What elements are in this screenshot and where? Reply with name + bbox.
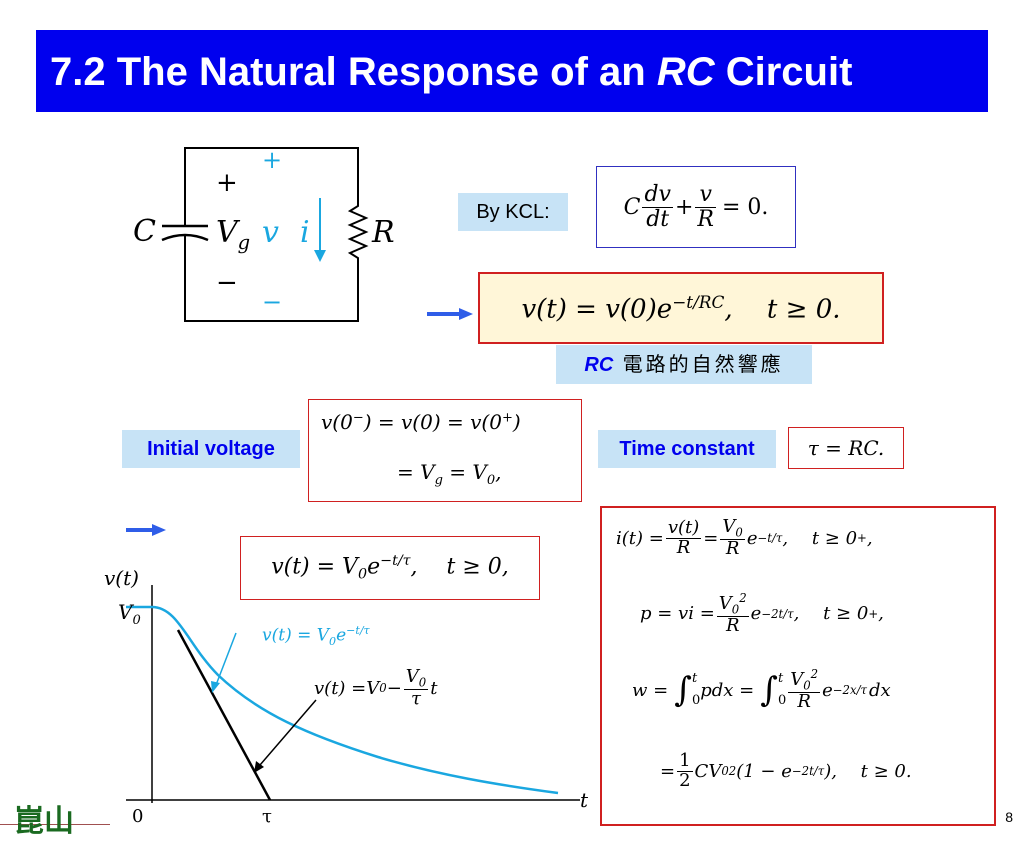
resistor-symbol bbox=[347, 200, 369, 272]
plus-sign-blue: + bbox=[262, 146, 283, 174]
voltage-decay-equation: v(t) = V0e−t/τ, t ≥ 0, bbox=[271, 553, 509, 583]
initial-voltage-line-1: v(0−) = v(0) = v(0+) bbox=[321, 410, 521, 434]
time-constant-equation: τ = RC. bbox=[788, 427, 904, 469]
voltage-v-label: v bbox=[262, 215, 279, 250]
current-arrow-head bbox=[314, 250, 326, 262]
origin-label: 0 bbox=[132, 806, 144, 827]
page-title: 7.2 The Natural Response of an RC Circui… bbox=[50, 50, 853, 94]
initial-voltage-label: Initial voltage bbox=[122, 430, 300, 468]
voltage-decay-equation-box: v(t) = V0e−t/τ, t ≥ 0, bbox=[240, 536, 540, 600]
natural-response-equation: v(t) = v(0)e−t/RC, t ≥ 0. bbox=[521, 291, 841, 325]
tangent-line bbox=[176, 629, 272, 801]
minus-sign-blue: − bbox=[262, 288, 283, 316]
arrow-right-icon bbox=[427, 308, 473, 320]
line-label-pointer bbox=[259, 699, 317, 766]
x-axis-label: t bbox=[580, 788, 589, 812]
rc-natural-response-label: RC 電路的自然響應 bbox=[556, 345, 812, 384]
initial-voltage-equation-box: v(0−) = v(0) = v(0+) = Vg = V0, bbox=[308, 399, 582, 502]
current-i-label: i bbox=[300, 215, 310, 250]
rc-circuit-diagram bbox=[161, 147, 369, 322]
title-bar bbox=[36, 30, 988, 112]
y-axis-label: v(t) bbox=[104, 566, 139, 590]
natural-response-equation-box: v(t) = v(0)e−t/RC, t ≥ 0. bbox=[478, 272, 884, 344]
arrow-right-icon-2 bbox=[126, 524, 166, 536]
kcl-label: By KCL: bbox=[458, 193, 568, 231]
school-logo: 崑山 bbox=[14, 804, 74, 839]
exponential-curve bbox=[126, 605, 559, 795]
voltage-decay-graph bbox=[126, 585, 580, 803]
tau-axis-label: τ bbox=[262, 806, 272, 827]
v0-axis-label: V0 bbox=[118, 600, 141, 628]
time-constant-label: Time constant bbox=[598, 430, 776, 468]
curve-label-pointer bbox=[215, 632, 237, 686]
curve-label: v(t) = V0e−t/τ bbox=[262, 624, 370, 649]
plus-sign-black: + bbox=[216, 168, 238, 198]
capacitor-plate-bottom bbox=[161, 233, 209, 242]
minus-sign-black: − bbox=[216, 268, 238, 298]
vg-label: Vg bbox=[216, 215, 251, 254]
resistor-label: R bbox=[372, 215, 395, 250]
logo-underline bbox=[0, 824, 110, 825]
capacitor-label: C bbox=[133, 214, 156, 249]
initial-voltage-line-2: = Vg = V0, bbox=[397, 460, 502, 488]
page-number: 8 bbox=[1005, 809, 1013, 825]
